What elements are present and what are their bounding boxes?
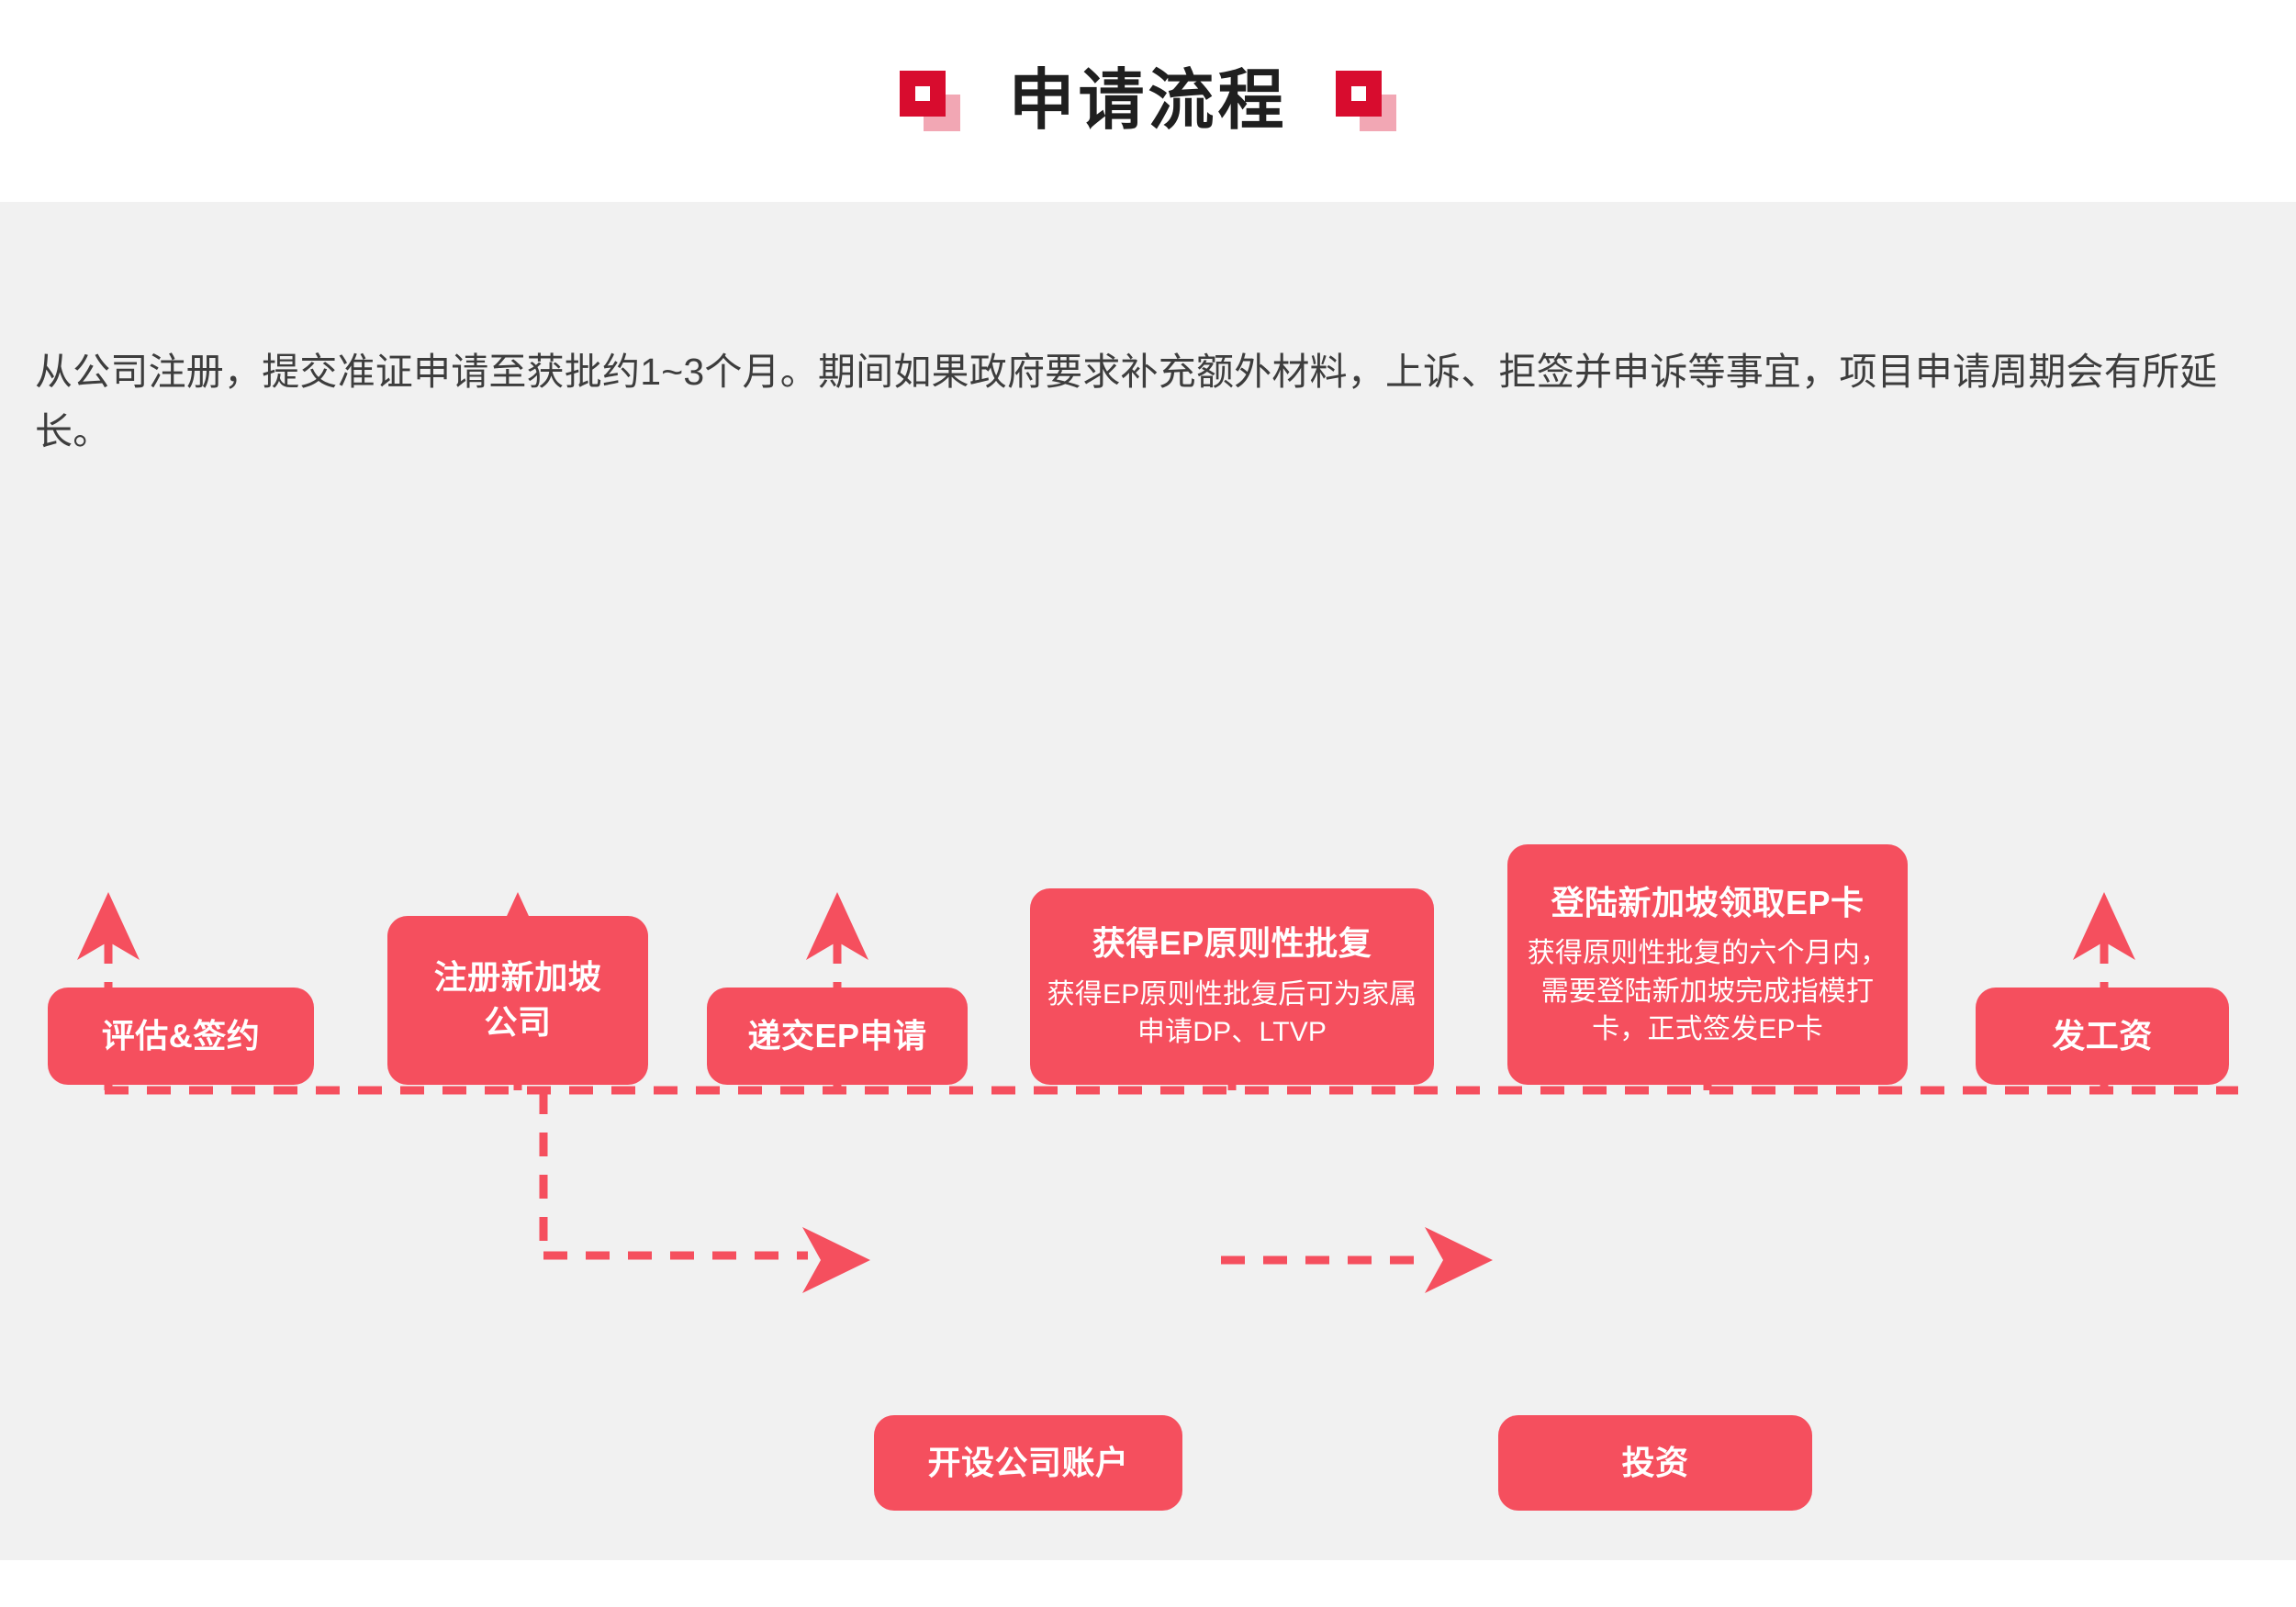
flow-node-invest[interactable]: 投资 <box>1498 1415 1812 1511</box>
flow-node-open-bank-account[interactable]: 开设公司账户 <box>874 1415 1182 1511</box>
flow-node-title: 登陆新加坡领取EP卡 <box>1551 883 1865 921</box>
flow-node-pay-salary[interactable]: 发工资 <box>1976 988 2229 1085</box>
flow-node-title: 开设公司账户 <box>927 1443 1129 1481</box>
flow-node-title: 评估&签约 <box>101 1016 261 1055</box>
flow-node-submit-ep[interactable]: 递交EP申请 <box>707 988 968 1085</box>
arrowhead-pay-salary <box>2073 892 2135 960</box>
flow-node-assess-sign[interactable]: 评估&签约 <box>48 988 314 1085</box>
connector-layer <box>77 892 2238 1293</box>
intro-paragraph: 从公司注册，提交准证申请至获批约1~3个月。期间如果政府要求补充额外材料，上诉、… <box>35 351 2218 452</box>
decoration-red-square <box>900 71 946 117</box>
page-title: 申请流程 <box>1008 64 1288 138</box>
flow-node-collect-ep-card[interactable]: 登陆新加坡领取EP卡 获得原则性批复的六个月内，需要登陆新加坡完成指模打卡，正式… <box>1507 844 1908 1085</box>
square-decoration-left-icon <box>900 71 961 131</box>
flow-node-register-company[interactable]: 注册新加坡 公司 <box>387 916 648 1085</box>
arrowhead-open-bank-account <box>802 1227 870 1293</box>
flow-node-ep-iap[interactable]: 获得EP原则性批复 获得EP原则性批复后可为家属申请DP、LTVP <box>1030 888 1434 1085</box>
flow-node-title: 投资 <box>1621 1443 1689 1481</box>
flow-node-title: 获得EP原则性批复 <box>1092 924 1372 963</box>
flow-node-title: 发工资 <box>2052 1016 2153 1055</box>
decoration-red-square <box>1335 71 1382 117</box>
arrowhead-invest <box>1425 1227 1493 1293</box>
arrowhead-assess-sign <box>77 892 140 960</box>
flow-node-title: 注册新加坡 公司 <box>433 958 602 1041</box>
arrowhead-submit-ep <box>806 892 868 960</box>
content-panel: 从公司注册，提交准证申请至获批约1~3个月。期间如果政府要求补充额外材料，上诉、… <box>0 202 2296 1560</box>
flow-node-title: 递交EP申请 <box>747 1016 927 1055</box>
page-header: 申请流程 <box>0 0 2296 202</box>
flow-node-subtitle: 获得EP原则性批复后可为家属申请DP、LTVP <box>1047 978 1417 1048</box>
flow-node-subtitle: 获得原则性批复的六个月内，需要登陆新加坡完成指模打卡，正式签发EP卡 <box>1527 938 1888 1044</box>
square-decoration-right-icon <box>1335 71 1396 131</box>
